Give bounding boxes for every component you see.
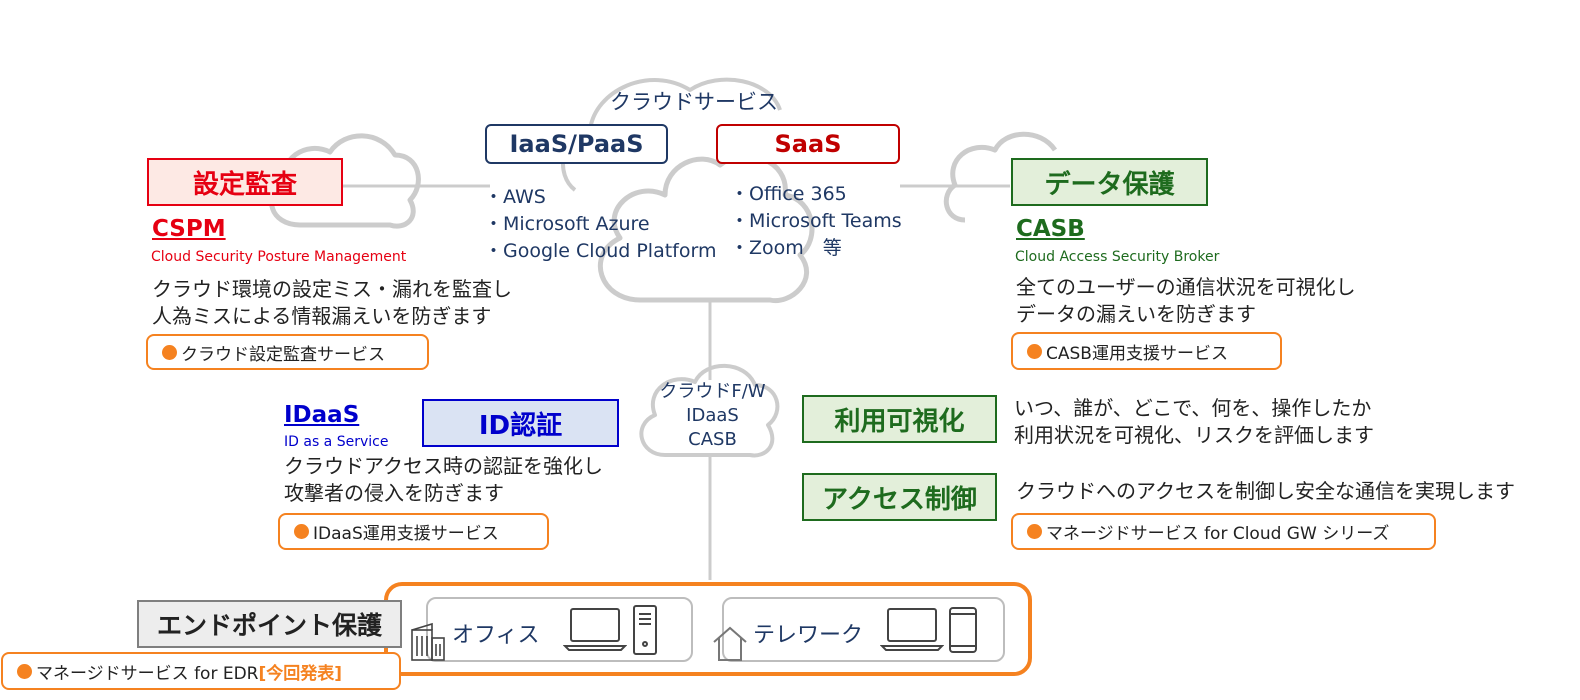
cspm-category: 設定監査 xyxy=(147,158,343,206)
desktop-tower-icon xyxy=(633,605,657,655)
bullet-icon xyxy=(17,663,32,679)
office-label: オフィス xyxy=(452,623,540,648)
cspm-abbr: CSPM xyxy=(152,216,226,242)
casb-abbr: CASB xyxy=(1016,216,1085,242)
cloud-icon xyxy=(597,153,815,304)
list-item: ・Office 365 xyxy=(730,183,847,205)
laptop-icon xyxy=(880,608,944,651)
idaas-description: クラウドアクセス時の認証を強化し 攻撃者の侵入を防ぎます xyxy=(284,454,603,505)
idaas-category: ID認証 xyxy=(422,399,619,447)
idaas-full-name: ID as a Service xyxy=(284,434,389,450)
bullet-icon xyxy=(1027,343,1042,359)
cloud-icon xyxy=(943,131,1058,223)
casb-service-button[interactable]: CASB運用支援サービス xyxy=(1011,332,1282,370)
telework-label: テレワーク xyxy=(753,623,864,648)
laptop-icon xyxy=(563,608,627,651)
casb-category: データ保護 xyxy=(1011,158,1208,206)
casb-full-name: Cloud Access Security Broker xyxy=(1015,249,1220,265)
access-description: クラウドへのアクセスを制御し安全な通信を実現します xyxy=(1016,479,1515,503)
bullet-icon xyxy=(162,344,177,360)
usage-category: 利用可視化 xyxy=(802,395,997,443)
cloud-services-label: クラウドサービス xyxy=(610,90,778,114)
bullet-icon xyxy=(294,524,309,539)
idaas-service-button[interactable]: IDaaS運用支援サービス xyxy=(278,513,549,550)
cloud-icon xyxy=(639,363,780,458)
usage-description: いつ、誰が、どこで、何を、操作したか 利用状況を可視化、リスクを評価します xyxy=(1014,396,1374,447)
new-release-tag: [今回発表] xyxy=(258,663,343,684)
cspm-service-button[interactable]: クラウド設定監査サービス xyxy=(146,334,429,370)
cspm-description: クラウド環境の設定ミス・漏れを監査し 人為ミスによる情報漏えいを防ぎます xyxy=(152,277,512,328)
casb-description: 全てのユーザーの通信状況を可視化し データの漏えいを防ぎます xyxy=(1016,275,1356,326)
gateway-labels: クラウドF/W IDaaS CASB xyxy=(659,381,766,450)
iaas-paas-title: IaaS/PaaS xyxy=(485,124,668,164)
building-icon xyxy=(411,622,445,661)
bullet-icon xyxy=(1027,524,1042,539)
list-item: ・Microsoft Azure xyxy=(484,213,650,235)
house-icon xyxy=(713,626,747,661)
access-category: アクセス制御 xyxy=(802,473,997,521)
idaas-abbr[interactable]: IDaaS xyxy=(284,402,360,428)
list-item: ・AWS xyxy=(484,186,546,208)
endpoint-category: エンドポイント保護 xyxy=(137,600,402,648)
list-item: ・Zoom 等 xyxy=(730,237,842,259)
list-item: ・Microsoft Teams xyxy=(730,210,902,232)
endpoint-service-button[interactable]: マネージドサービス for EDR [今回発表] xyxy=(1,652,401,690)
access-service-button[interactable]: マネージドサービス for Cloud GW シリーズ xyxy=(1011,513,1436,550)
saas-title: SaaS xyxy=(716,124,900,164)
list-item: ・Google Cloud Platform xyxy=(484,240,717,262)
iaas-list: ・AWS ・Microsoft Azure ・Google Cloud Plat… xyxy=(484,184,716,265)
cspm-full-name: Cloud Security Posture Management xyxy=(151,249,407,265)
tablet-icon xyxy=(949,607,977,653)
saas-list: ・Office 365 ・Microsoft Teams ・Zoom 等 xyxy=(730,181,902,262)
